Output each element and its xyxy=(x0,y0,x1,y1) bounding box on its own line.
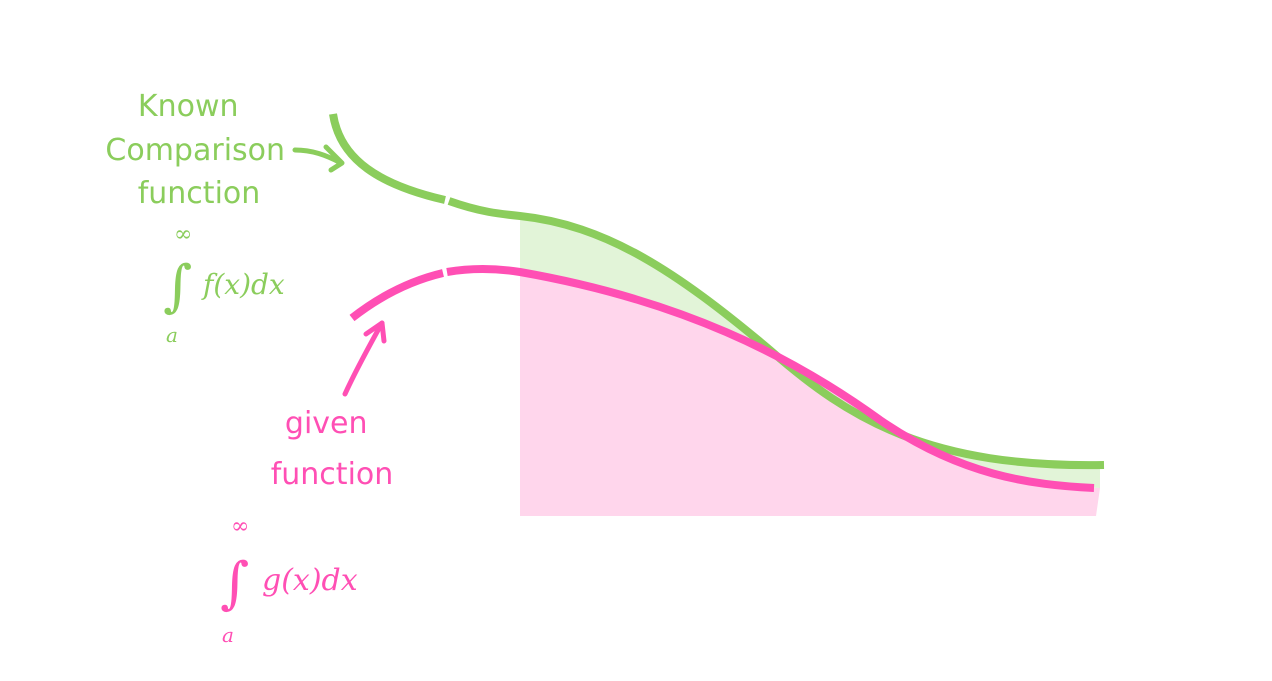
given-curve-left xyxy=(349,269,444,322)
comparison-curve-right xyxy=(447,197,1105,470)
given-label-arrow xyxy=(342,320,385,397)
comparison-label-line: Known xyxy=(138,89,239,124)
given-area-shaded-region xyxy=(520,272,1100,516)
given-curve-right xyxy=(446,265,1095,492)
comparison-integral-upper-limit: ∞ xyxy=(174,222,192,247)
comparison-label: Known Comparison function xyxy=(105,89,294,211)
comparison-label-line: Comparison xyxy=(105,133,285,168)
comparison-integral-sign: ∫ xyxy=(163,254,192,319)
difference-shaded-region xyxy=(520,216,1100,488)
comparison-integrand: f(x)dx xyxy=(201,268,285,301)
given-label-line: function xyxy=(271,457,394,492)
given-integral-sign: ∫ xyxy=(220,551,249,616)
comparison-curve-left xyxy=(329,113,446,204)
comparison-integral-lower-limit: a xyxy=(166,323,178,347)
given-label: given function xyxy=(271,406,394,492)
given-integral-upper-limit: ∞ xyxy=(231,514,249,539)
given-label-line: given xyxy=(285,406,368,441)
given-integral-lower-limit: a xyxy=(222,623,234,647)
given-arrow-head xyxy=(363,320,387,344)
comparison-label-line: function xyxy=(138,176,261,211)
given-integrand: g(x)dx xyxy=(262,563,358,598)
comparison-arrow-head xyxy=(323,144,345,173)
